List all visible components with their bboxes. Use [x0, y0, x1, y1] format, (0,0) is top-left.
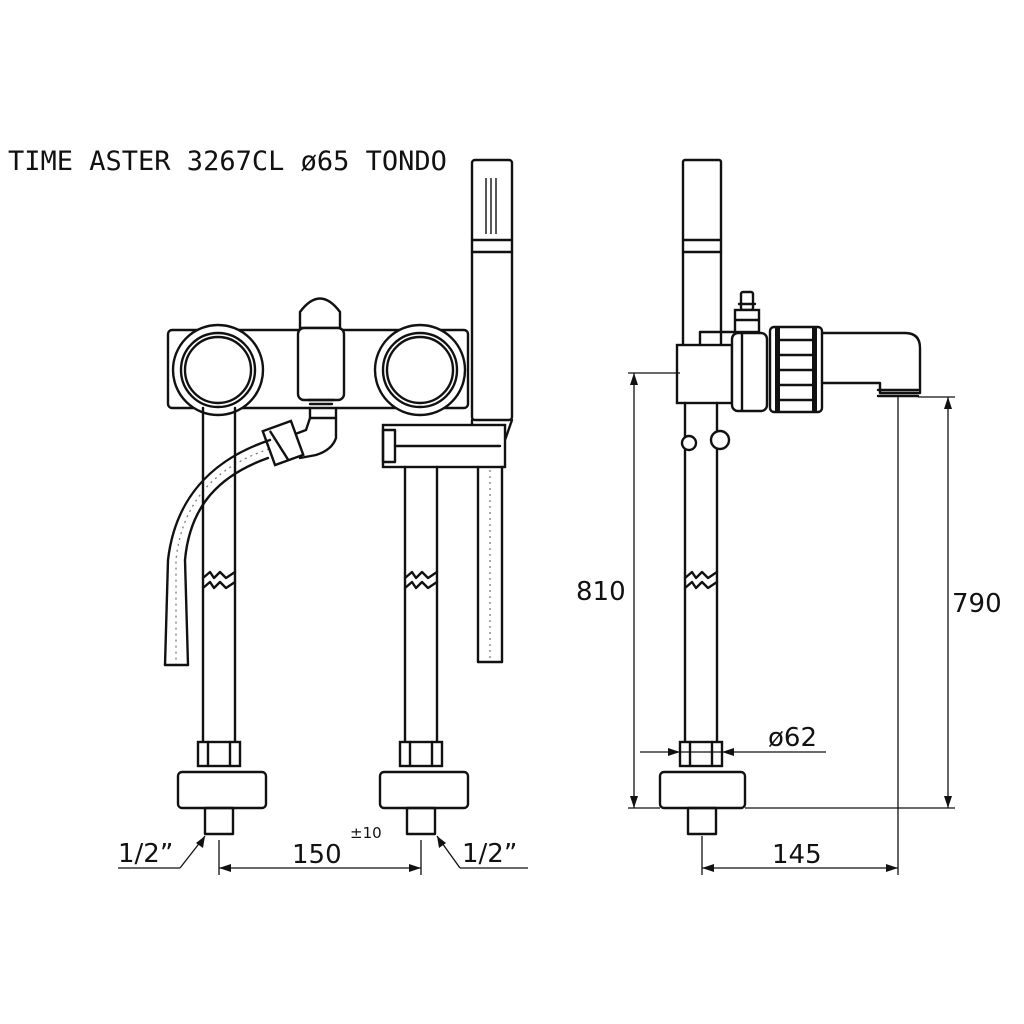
left-base — [176, 740, 268, 836]
side-base — [658, 740, 747, 836]
side-column — [680, 401, 731, 744]
left-handle — [171, 323, 265, 417]
dimension-spacing: 150 ±10 — [218, 824, 422, 875]
flex-hose-right — [476, 465, 504, 664]
dimension-total-height: 810 — [576, 372, 680, 809]
spacing-tolerance-label: ±10 — [350, 824, 382, 842]
side-view: 810 790 ø62 145 — [576, 158, 1002, 875]
thread-left-leader: 1/2” — [118, 835, 206, 869]
hand-shower — [470, 158, 514, 442]
side-handle — [768, 325, 824, 414]
thread-right-label: 1/2” — [462, 839, 517, 869]
diverter-knob — [296, 297, 346, 406]
flex-hose-left — [163, 438, 272, 667]
front-view: 150 ±10 1/2” 1/2” — [118, 158, 528, 875]
right-handle — [373, 323, 467, 417]
dimension-projection: 145 — [701, 397, 899, 875]
right-column — [403, 465, 439, 744]
thread-right-leader: 1/2” — [436, 835, 528, 869]
dimension-base-diameter: ø62 — [640, 723, 826, 756]
drawing-title: TIME ASTER 3267CL ø65 TONDO — [8, 146, 447, 177]
side-top-knob — [733, 290, 761, 334]
hose-connector — [261, 406, 338, 467]
projection-label: 145 — [772, 840, 822, 870]
side-body-connector — [698, 330, 769, 413]
total-height-label: 810 — [576, 577, 626, 607]
right-base — [378, 740, 470, 836]
left-column — [201, 406, 237, 744]
shower-nozzle-dots — [485, 178, 497, 234]
spout-height-label: 790 — [952, 589, 1002, 619]
base-diameter-label: ø62 — [768, 723, 817, 753]
shower-holder — [381, 423, 507, 469]
spacing-label: 150 — [292, 840, 342, 870]
side-holder-block — [675, 343, 734, 405]
dimension-spout-height: 790 — [745, 396, 1002, 809]
side-spout — [820, 331, 922, 398]
thread-left-label: 1/2” — [118, 839, 173, 869]
